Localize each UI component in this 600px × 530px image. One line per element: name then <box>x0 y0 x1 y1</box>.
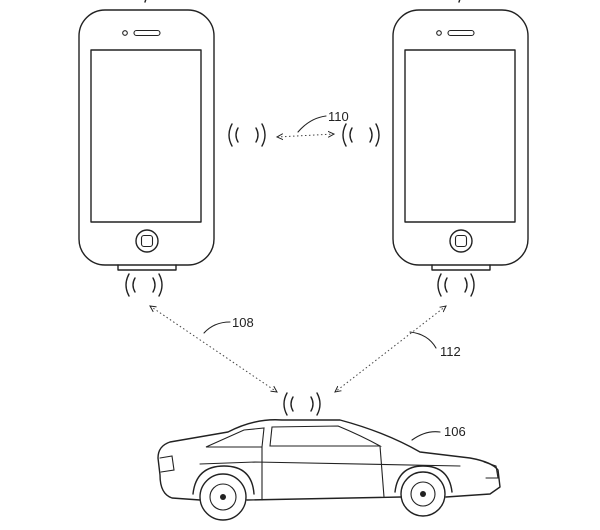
signal-left-phone-side <box>228 123 266 147</box>
phone-left <box>78 0 215 271</box>
link-right-phone-to-vehicle <box>335 306 446 392</box>
signal-right-phone-bottom <box>437 273 475 297</box>
signal-vehicle <box>283 392 321 416</box>
link-phone-to-phone <box>277 115 334 137</box>
label-106: 106 <box>444 424 466 439</box>
label-110: 110 <box>328 109 349 124</box>
link-left-phone-to-vehicle <box>150 306 277 392</box>
signal-right-phone-side <box>342 123 380 147</box>
signal-left-phone-bottom <box>125 273 163 297</box>
label-112: 112 <box>440 344 461 359</box>
label-108: 108 <box>232 315 254 330</box>
phone-right <box>392 0 529 271</box>
vehicle <box>157 419 501 521</box>
